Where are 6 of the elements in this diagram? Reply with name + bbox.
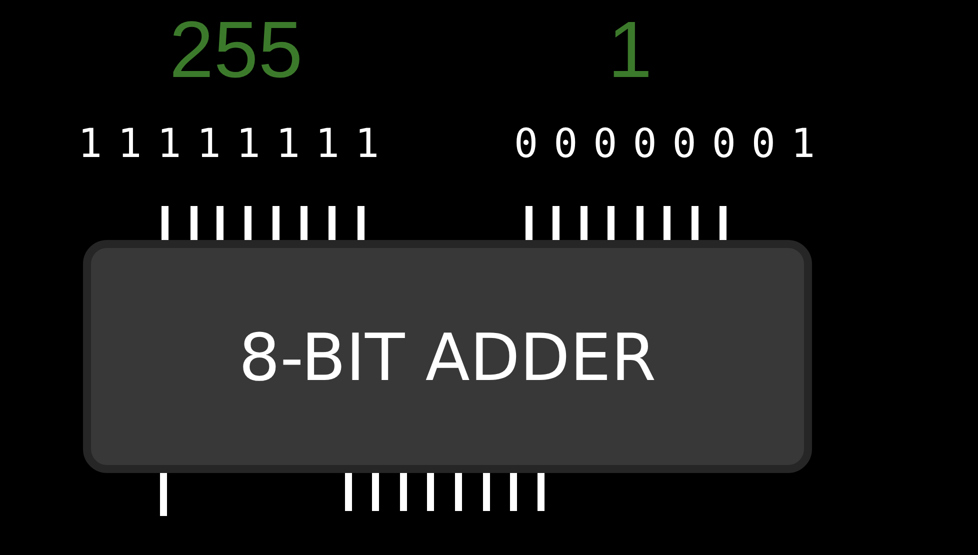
binary-value: 1 1 1 1 1 1 1 1 [78,124,375,164]
decimal-value: 1 [608,10,652,90]
chip-label: 8-BIT ADDER [238,326,656,391]
adder-chip [83,240,812,473]
binary-value: 0 0 0 0 0 0 0 1 [514,124,811,164]
decimal-value: 255 [169,10,303,90]
